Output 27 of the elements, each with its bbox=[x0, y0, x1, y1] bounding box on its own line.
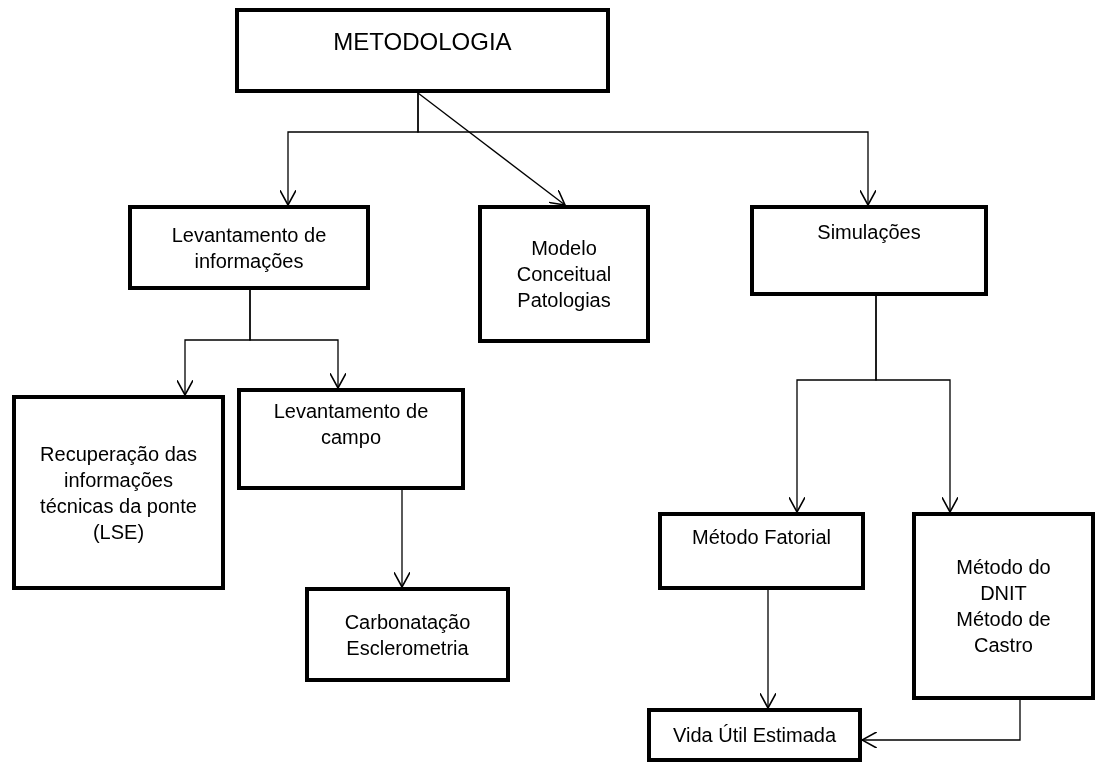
process-box bbox=[128, 205, 370, 290]
arrow bbox=[249, 289, 347, 389]
box-label: Modelo Conceitual Patologias bbox=[515, 236, 613, 313]
process-box bbox=[305, 587, 510, 682]
box-label: METODOLOGIA bbox=[333, 27, 512, 57]
process-box bbox=[12, 395, 225, 590]
box-label: Método Fatorial bbox=[692, 525, 831, 550]
box-label: Recuperação das informações técnicas da ponte (LSE) bbox=[39, 441, 198, 545]
arrow bbox=[759, 589, 777, 709]
process-box bbox=[658, 512, 865, 590]
box-label: Carbonatação Esclerometria bbox=[343, 609, 472, 661]
arrow bbox=[417, 92, 566, 206]
box-label: Método do DNIT Método de Castro bbox=[955, 555, 1052, 658]
process-box bbox=[235, 8, 610, 93]
arrow bbox=[861, 699, 1021, 749]
box-label: Vida Útil Estimada bbox=[672, 723, 836, 748]
box-label: Levantamento de campo bbox=[272, 399, 430, 450]
arrow bbox=[875, 295, 959, 513]
process-box bbox=[237, 388, 465, 490]
process-box bbox=[912, 512, 1095, 700]
arrow bbox=[393, 489, 411, 588]
box-label: Simulações bbox=[817, 220, 921, 245]
arrow bbox=[417, 92, 877, 206]
process-box bbox=[647, 708, 862, 762]
process-box bbox=[750, 205, 988, 296]
process-box bbox=[478, 205, 650, 343]
box-label: Levantamento de informações bbox=[170, 222, 328, 274]
